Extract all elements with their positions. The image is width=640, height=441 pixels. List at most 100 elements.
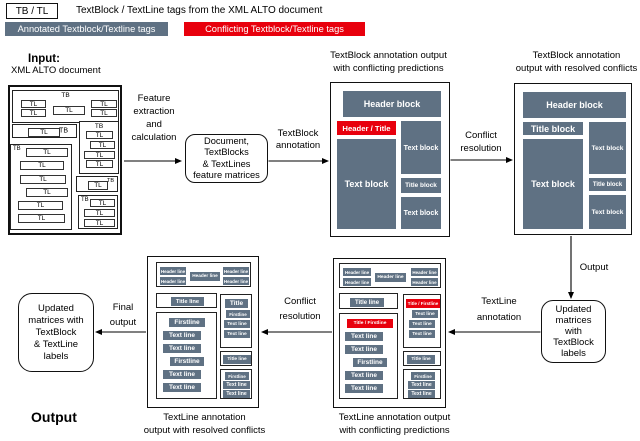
annotated-tag: Text line <box>345 371 383 380</box>
tb-label: TB <box>81 197 89 203</box>
annotated-tag: Header line <box>411 268 438 276</box>
tl-tag: TL <box>90 141 115 149</box>
annotated-tag: Text line <box>408 381 435 389</box>
annotated-tag: Firstline <box>226 310 250 318</box>
input-subtitle: XML ALTO document <box>11 65 101 76</box>
output-section-title: Output <box>31 409 77 425</box>
conflict-tag: Title / Firstline <box>406 299 440 308</box>
annotated-tag: Firstline <box>169 318 205 327</box>
annotated-tag: Title line <box>223 355 251 364</box>
textline-conflicting-caption: TextLine annotation output with conflict… <box>338 412 451 436</box>
tl-tag: TL <box>18 201 63 210</box>
annotated-tag: Text line <box>409 330 435 338</box>
annotated-tag: Header line <box>190 272 220 281</box>
annotated-tag: Text line <box>163 370 201 379</box>
legend-annotated-chip: Annotated Textblock/Textline tags <box>5 22 168 36</box>
annotated-tag: Title line <box>407 355 435 364</box>
annotated-tag: Text block <box>401 121 441 174</box>
annotated-tag: Text line <box>163 383 201 392</box>
annotated-tag: Header line <box>375 273 406 282</box>
tl-tag: TL <box>84 209 115 217</box>
annotated-tag: Title block <box>589 178 626 191</box>
annotated-tag: Title line <box>350 298 384 307</box>
tl-tag: TL <box>91 100 117 108</box>
tb-label: TB <box>59 127 68 135</box>
textblock-annotation-label: TextBlock annotation <box>275 128 321 151</box>
tl-tag: TL <box>90 199 115 207</box>
textblock-conflicting-caption: TextBlock annotation output with conflic… <box>330 50 447 74</box>
annotated-tag: Header line <box>411 278 438 286</box>
tb-label: TB <box>61 92 70 99</box>
tl-tag: TL <box>86 131 113 139</box>
tl-tag: TL <box>86 160 113 168</box>
annotated-tag: Text line <box>408 390 435 398</box>
final-output-label: Final output <box>109 302 137 328</box>
annotated-tag: Text line <box>224 320 250 328</box>
annotated-tag: Text block <box>523 139 583 229</box>
tl-tag: TL <box>26 148 68 157</box>
tl-tag: TL <box>21 100 46 108</box>
tl-resolved-group: Title line <box>156 293 217 308</box>
conflict-tag: Title / Firstline <box>347 319 393 328</box>
tb-label: TB <box>94 123 104 130</box>
annotated-tag: Text line <box>163 331 201 340</box>
conflict-resolution-bottom-label: Conflict resolution <box>279 296 321 322</box>
annotated-tag: Text block <box>337 139 396 229</box>
annotated-tag: Text line <box>223 390 250 398</box>
tl-resolved-group: Title line <box>220 351 252 366</box>
annotated-tag: Firstline <box>170 357 204 366</box>
tl-tag: TL <box>28 128 60 137</box>
annotated-tag: Header block <box>343 91 441 117</box>
annotated-tag: Header line <box>343 268 371 276</box>
conflict-tag: Header / Title <box>337 121 396 135</box>
annotated-tag: Firstline <box>411 372 435 380</box>
annotated-tag: Header line <box>223 277 249 285</box>
tl-tag: TL <box>20 161 64 170</box>
textblock-resolved-caption: TextBlock annotation output with resolve… <box>515 50 638 74</box>
updated-matrices-textblock-node: Updated matrices with TextBlock labels <box>541 300 606 363</box>
tl-tag: TL <box>21 109 46 117</box>
output-arrow-label: Output <box>579 262 609 273</box>
tl-tag: TL <box>53 106 85 115</box>
annotated-tag: Title block <box>401 178 441 193</box>
annotated-tag: Text line <box>345 332 383 341</box>
textline-annotation-label: TextLine annotation <box>476 296 522 323</box>
tl-tag: TL <box>84 151 115 159</box>
tl-conflicting-group: Title line <box>339 293 398 309</box>
annotated-tag: Text line <box>345 345 383 354</box>
legend-tbtl-description: TextBlock / TextLine tags from the XML A… <box>76 5 323 16</box>
annotated-tag: Text block <box>401 197 441 229</box>
annotated-tag: Firstline <box>353 358 387 367</box>
tl-tag: TL <box>26 188 68 197</box>
annotated-tag: Firstline <box>225 372 249 380</box>
tl-tag: TL <box>20 175 66 184</box>
annotated-tag: Text line <box>412 310 438 318</box>
feature-matrices-node: Document, TextBlocks & TextLines feature… <box>185 134 268 183</box>
annotated-tag: Header line <box>160 277 186 285</box>
tb-label: TB <box>106 178 114 184</box>
annotated-tag: Text line <box>223 381 250 389</box>
annotated-tag: Header line <box>160 267 186 275</box>
tl-tag: TL <box>91 109 117 117</box>
input-section-title: Input: <box>28 53 60 65</box>
tl-tag: TL <box>88 181 108 190</box>
annotated-tag: Text line <box>345 384 383 393</box>
annotated-tag: Title <box>225 299 248 308</box>
tl-tag: TL <box>84 219 115 227</box>
annotated-tag: Text block <box>589 195 626 229</box>
updated-matrices-textblock-textline-node: Updated matrices with TextBlock & TextLi… <box>18 293 94 372</box>
annotated-tag: Text block <box>589 122 626 174</box>
